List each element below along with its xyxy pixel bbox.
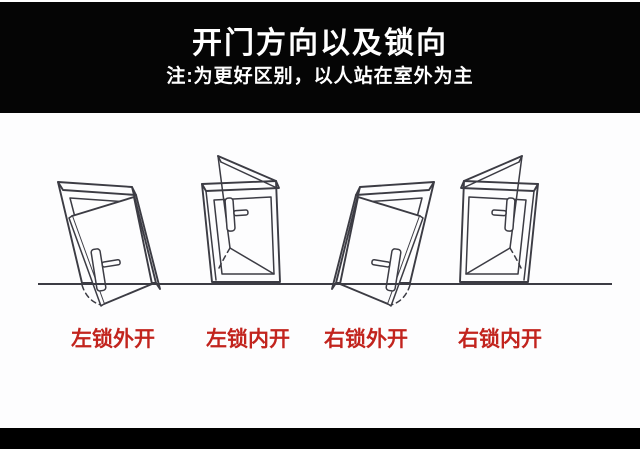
page-title: 开门方向以及锁向 bbox=[192, 27, 448, 60]
ground-line bbox=[38, 283, 612, 285]
door-label-right-lock-inward: 右锁内开 bbox=[458, 328, 542, 351]
door-left-lock-outward-illustration bbox=[57, 181, 161, 307]
door-frame bbox=[459, 180, 539, 283]
door-label-left-lock-outward: 左锁外开 bbox=[71, 328, 155, 351]
door-leaf bbox=[217, 155, 278, 275]
door-frame bbox=[201, 180, 281, 283]
door-leaf bbox=[462, 155, 523, 275]
swing-arc-icon bbox=[81, 284, 102, 306]
door-handle-icon bbox=[371, 248, 402, 292]
door-handle-icon bbox=[90, 248, 121, 292]
page-note: 注:为更好区别，以人站在室外为主 bbox=[166, 66, 474, 87]
door-label-left-lock-inward: 左锁内开 bbox=[206, 328, 290, 351]
swing-arc-icon bbox=[218, 247, 231, 269]
door-handle-icon bbox=[491, 197, 516, 232]
door-right-lock-outward-illustration bbox=[331, 181, 435, 307]
header: 开门方向以及锁向 注:为更好区别，以人站在室外为主 bbox=[0, 0, 640, 113]
door-handle-icon bbox=[224, 197, 249, 232]
door-right-lock-inward-illustration bbox=[459, 155, 539, 283]
swing-arc-icon bbox=[390, 284, 411, 306]
door-label-right-lock-outward: 右锁外开 bbox=[324, 328, 408, 351]
footer-bar bbox=[0, 428, 640, 449]
swing-arc-icon bbox=[509, 247, 522, 269]
door-left-lock-inward-illustration bbox=[201, 155, 281, 283]
diagram-area: 左锁外开 左锁内开 右锁外开 右锁内开 bbox=[0, 113, 640, 428]
